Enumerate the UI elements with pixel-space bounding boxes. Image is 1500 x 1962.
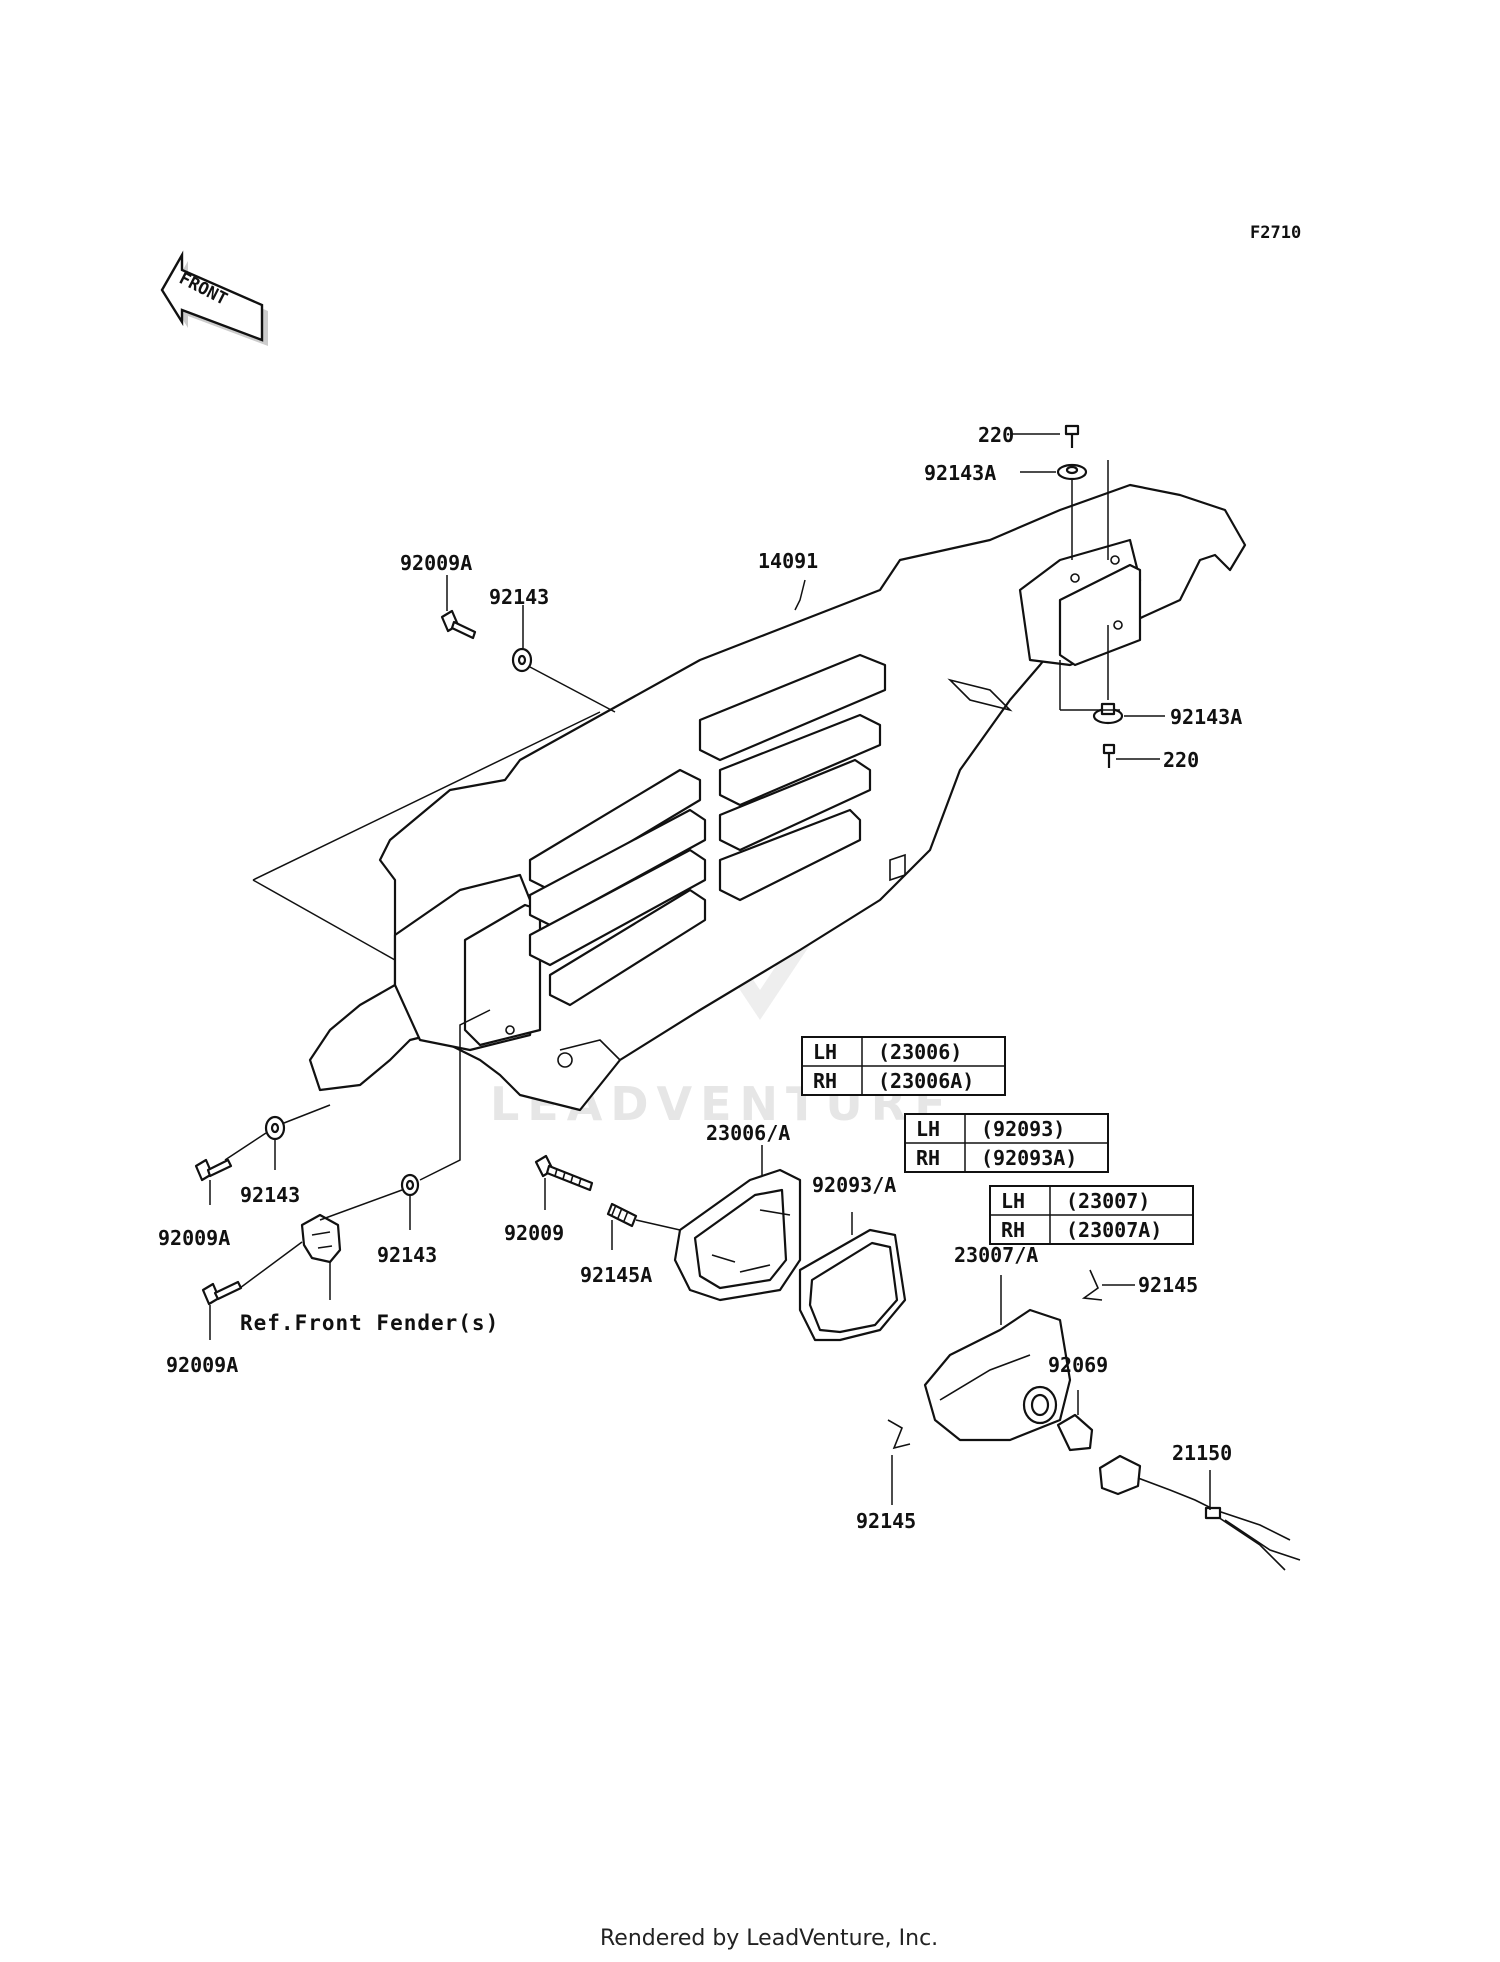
front-arrow-icon: FRONT <box>160 250 268 346</box>
washer-92143-mid <box>400 1173 420 1197</box>
callout-92143-mid: 92143 <box>377 1243 437 1267</box>
table-part-lh: (23007) <box>1066 1189 1150 1213</box>
table-part-rh: (23007A) <box>1066 1218 1162 1242</box>
side-table-23007: LH (23007) RH (23007A) <box>989 1185 1194 1245</box>
bulb-92069 <box>1056 1413 1094 1452</box>
callout-14091: 14091 <box>758 549 818 573</box>
table-side-rh: RH <box>916 1146 940 1170</box>
callout-92145A: 92145A <box>580 1263 652 1287</box>
socket-21150 <box>1098 1454 1301 1571</box>
washer-92143-top <box>511 647 533 673</box>
callout-92145-bottom: 92145 <box>856 1509 916 1533</box>
table-side-lh: LH <box>1001 1189 1025 1213</box>
washer-92143-left <box>264 1115 286 1141</box>
side-table-23006: LH (23006) RH (23006A) <box>801 1036 1006 1096</box>
grommet-92143A-top <box>1056 463 1088 481</box>
callout-92009: 92009 <box>504 1221 564 1245</box>
callout-220-right: 220 <box>1163 748 1199 772</box>
lens-gasket <box>798 1228 907 1342</box>
table-part-rh: (92093A) <box>981 1146 1077 1170</box>
headlight-rim <box>673 1168 802 1302</box>
figure-code: F2710 <box>1250 223 1301 243</box>
screw-92009 <box>534 1154 594 1192</box>
callout-92143A-right: 92143A <box>1170 705 1242 729</box>
footer-credit: Rendered by LeadVenture, Inc. <box>600 1926 938 1951</box>
screw-92009A-bottom <box>201 1280 243 1306</box>
callout-92009A-top: 92009A <box>400 551 472 575</box>
table-side-rh: RH <box>813 1069 837 1093</box>
clip-92145-bottom <box>887 1419 911 1450</box>
table-side-lh: LH <box>916 1117 940 1141</box>
leader-lines <box>209 433 1211 1510</box>
headlight-unit <box>923 1308 1072 1442</box>
callout-92093A: 92093/A <box>812 1173 896 1197</box>
callout-92009A-left: 92009A <box>158 1226 230 1250</box>
table-side-lh: LH <box>813 1040 837 1064</box>
screw-92009A-left <box>194 1158 233 1182</box>
side-table-92093: LH (92093) RH (92093A) <box>904 1113 1109 1173</box>
reference-note: Ref.Front Fender(s) <box>240 1311 499 1335</box>
screw-92009A-top <box>440 609 477 640</box>
spring-92145A <box>606 1202 638 1228</box>
screw-220-top <box>1064 424 1080 448</box>
callout-92009A-bottom: 92009A <box>166 1353 238 1377</box>
callout-92143A-top: 92143A <box>924 461 996 485</box>
table-part-lh: (23006) <box>878 1040 962 1064</box>
grommet-92143A-right <box>1092 702 1124 725</box>
callout-92145-right: 92145 <box>1138 1273 1198 1297</box>
screw-220-right <box>1102 743 1116 768</box>
callout-21150: 21150 <box>1172 1441 1232 1465</box>
callout-23006A: 23006/A <box>706 1121 790 1145</box>
callout-92069: 92069 <box>1048 1353 1108 1377</box>
headlight-cover <box>308 483 1247 1112</box>
table-side-rh: RH <box>1001 1218 1025 1242</box>
callout-92143-left: 92143 <box>240 1183 300 1207</box>
table-part-lh: (92093) <box>981 1117 1065 1141</box>
callout-92143-top: 92143 <box>489 585 549 609</box>
callout-220-top: 220 <box>978 423 1014 447</box>
fender-clip <box>300 1213 342 1264</box>
table-part-rh: (23006A) <box>878 1069 974 1093</box>
callout-23007A: 23007/A <box>954 1243 1038 1267</box>
clip-92145-right <box>1081 1269 1103 1301</box>
callout-labels: 220 92143A 14091 92009A 92143 92143A 220… <box>158 423 1242 1533</box>
